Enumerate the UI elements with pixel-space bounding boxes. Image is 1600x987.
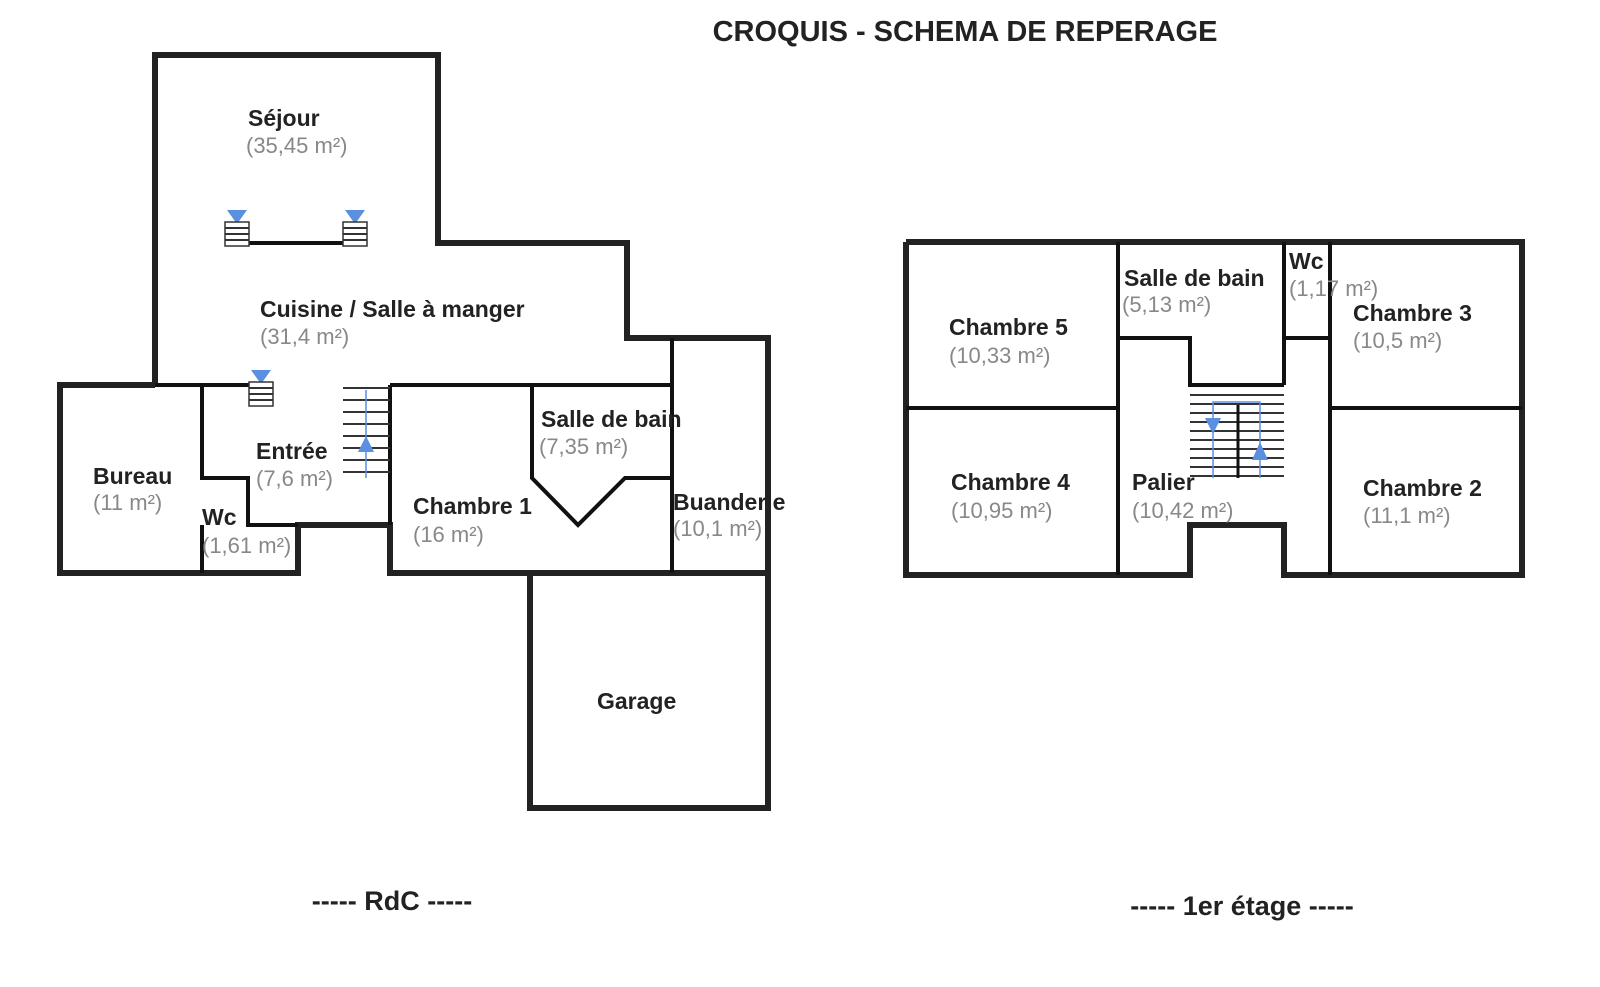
svg-text:(10,42 m²): (10,42 m²)	[1132, 498, 1233, 523]
radiator-arrow-icon	[251, 370, 271, 384]
room-wc: Wc (1,61 m²)	[202, 504, 291, 558]
svg-text:(10,95 m²): (10,95 m²)	[951, 498, 1052, 523]
room-salle-de-bain: Salle de bain(7,35 m²)	[539, 406, 682, 459]
room-salle-de-bain-etage: Salle de bain(5,13 m²)	[1122, 265, 1265, 317]
room-chambre-5: Chambre 5 (10,33 m²)	[949, 314, 1068, 368]
radiator-arrow-icon	[345, 210, 365, 224]
room-chambre-4: Chambre 4 (10,95 m²)	[951, 469, 1070, 523]
svg-text:Salle de bain: Salle de bain	[1124, 265, 1265, 291]
svg-text:Buanderie: Buanderie	[673, 489, 785, 515]
radiator-arrow-icon	[227, 210, 247, 224]
room-palier: Palier (10,42 m²)	[1132, 469, 1233, 523]
plan-title: CROQUIS - SCHEMA DE REPERAGE	[713, 16, 1218, 48]
svg-text:Garage: Garage	[597, 688, 676, 714]
svg-text:(1,61 m²): (1,61 m²)	[202, 533, 291, 558]
floor-label-rdc: ----- RdC -----	[312, 886, 472, 916]
rdc-staircase	[343, 387, 390, 478]
room-chambre-2: Chambre 2(11,1 m²)	[1363, 475, 1482, 528]
svg-text:Chambre 5: Chambre 5	[949, 314, 1068, 340]
svg-text:(16 m²): (16 m²)	[413, 522, 484, 547]
svg-text:Chambre 1: Chambre 1	[413, 493, 532, 519]
room-cuisine: Cuisine / Salle à manger(31,4 m²)	[260, 296, 525, 349]
svg-text:(11,1 m²): (11,1 m²)	[1363, 503, 1451, 528]
svg-text:Chambre 4: Chambre 4	[951, 469, 1070, 495]
stair-down-arrow-icon	[1205, 418, 1221, 434]
svg-text:(11 m²): (11 m²)	[93, 490, 162, 515]
svg-text:(1,17 m²): (1,17 m²)	[1289, 276, 1378, 301]
etage-walls	[903, 239, 1525, 578]
svg-text:Cuisine / Salle à manger: Cuisine / Salle à manger	[260, 296, 525, 322]
rdc-walls	[57, 52, 771, 811]
radiator-icon	[224, 210, 368, 407]
room-buanderie: Buanderie(10,1 m²)	[673, 489, 785, 541]
room-chambre-3: Chambre 3(10,5 m²)	[1353, 300, 1472, 353]
svg-text:(10,5 m²): (10,5 m²)	[1353, 328, 1442, 353]
room-garage: Garage	[597, 688, 676, 714]
svg-text:Bureau: Bureau	[93, 463, 172, 489]
svg-text:Entrée: Entrée	[256, 438, 328, 464]
svg-text:(35,45 m²): (35,45 m²)	[246, 133, 347, 158]
stair-up-arrow-icon	[358, 436, 374, 452]
svg-text:(7,6 m²): (7,6 m²)	[256, 466, 333, 491]
svg-text:(31,4 m²): (31,4 m²)	[260, 324, 349, 349]
svg-text:Wc: Wc	[1289, 248, 1324, 274]
floor-label-etage: ----- 1er étage -----	[1130, 891, 1354, 921]
room-wc-etage: Wc(1,17 m²)	[1289, 248, 1378, 301]
svg-text:(5,13 m²): (5,13 m²)	[1122, 292, 1211, 317]
svg-text:(7,35 m²): (7,35 m²)	[539, 434, 628, 459]
room-entree: Entrée(7,6 m²)	[256, 438, 333, 491]
svg-text:Chambre 3: Chambre 3	[1353, 300, 1472, 326]
svg-text:Salle de bain: Salle de bain	[541, 406, 682, 432]
room-bureau: Bureau(11 m²)	[93, 463, 172, 515]
svg-text:(10,33 m²): (10,33 m²)	[949, 343, 1050, 368]
svg-text:Palier: Palier	[1132, 469, 1195, 495]
svg-text:Séjour: Séjour	[248, 105, 320, 131]
stair-up-arrow-icon	[1252, 442, 1268, 460]
svg-text:Chambre 2: Chambre 2	[1363, 475, 1482, 501]
svg-text:Wc: Wc	[202, 504, 237, 530]
svg-text:(10,1 m²): (10,1 m²)	[673, 516, 762, 541]
etage-staircase	[1190, 394, 1284, 478]
room-sejour: Séjour(35,45 m²)	[246, 105, 347, 158]
room-chambre-1: Chambre 1 (16 m²)	[413, 493, 532, 547]
